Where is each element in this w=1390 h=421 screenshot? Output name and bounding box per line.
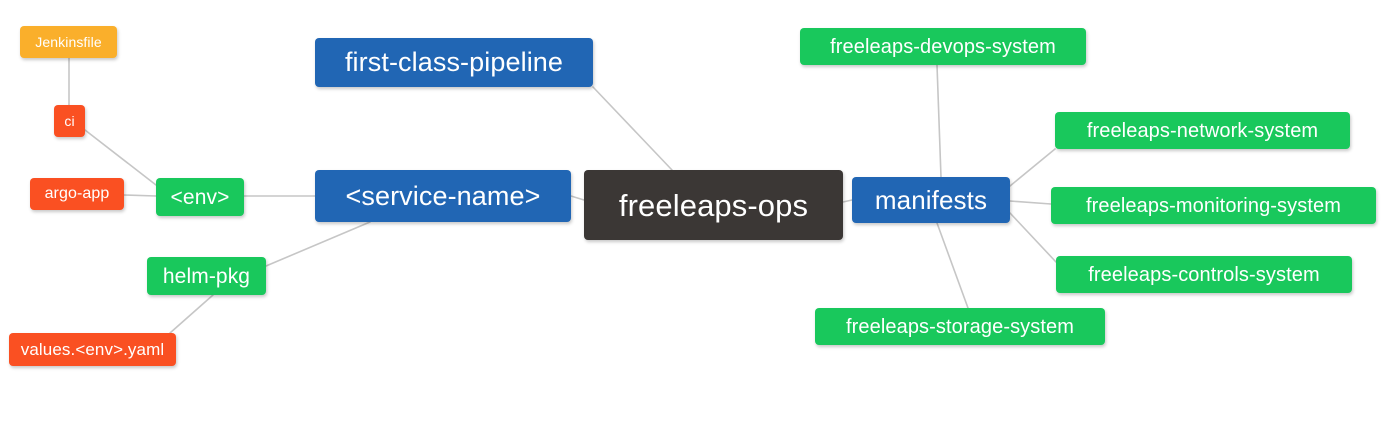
edge-manifests-to-freeleaps-monitoring-system bbox=[1009, 200, 1052, 205]
node-label-service-name: <service-name> bbox=[345, 180, 541, 211]
edge-argo-app-to-env bbox=[123, 194, 157, 197]
node-label-ci: ci bbox=[64, 113, 75, 129]
node-label-freeleaps-controls-system: freeleaps-controls-system bbox=[1088, 263, 1320, 286]
edge-ci-to-env bbox=[84, 129, 157, 186]
node-values-yaml[interactable]: values.<env>.yaml bbox=[9, 333, 176, 366]
node-helm-pkg[interactable]: helm-pkg bbox=[147, 257, 266, 295]
node-freeleaps-network-system[interactable]: freeleaps-network-system bbox=[1055, 112, 1350, 149]
node-freeleaps-storage-system[interactable]: freeleaps-storage-system bbox=[815, 308, 1105, 345]
node-label-freeleaps-monitoring-system: freeleaps-monitoring-system bbox=[1085, 194, 1341, 217]
node-freeleaps-devops-system[interactable]: freeleaps-devops-system bbox=[800, 28, 1086, 65]
node-label-freeleaps-storage-system: freeleaps-storage-system bbox=[845, 315, 1075, 338]
edge-helm-pkg-to-service-name bbox=[265, 221, 371, 267]
edge-manifests-to-freeleaps-storage-system bbox=[936, 222, 969, 309]
node-env[interactable]: <env> bbox=[156, 178, 244, 216]
node-service-name[interactable]: <service-name> bbox=[315, 170, 571, 222]
node-label-argo-app: argo-app bbox=[44, 185, 110, 202]
edge-first-class-pipeline-to-freeleaps-ops bbox=[592, 86, 673, 171]
node-label-helm-pkg: helm-pkg bbox=[162, 264, 251, 288]
node-freeleaps-ops[interactable]: freeleaps-ops bbox=[584, 170, 843, 240]
node-label-jenkinsfile: Jenkinsfile bbox=[35, 34, 102, 50]
edge-freeleaps-ops-to-manifests bbox=[842, 199, 853, 203]
node-jenkinsfile[interactable]: Jenkinsfile bbox=[20, 26, 117, 58]
node-freeleaps-controls-system[interactable]: freeleaps-controls-system bbox=[1056, 256, 1352, 293]
node-label-first-class-pipeline: first-class-pipeline bbox=[344, 47, 564, 77]
node-label-manifests: manifests bbox=[874, 185, 988, 215]
node-argo-app[interactable]: argo-app bbox=[30, 178, 124, 210]
node-freeleaps-monitoring-system[interactable]: freeleaps-monitoring-system bbox=[1051, 187, 1376, 224]
edge-values-yaml-to-helm-pkg bbox=[169, 294, 214, 334]
node-label-values-yaml: values.<env>.yaml bbox=[20, 340, 165, 359]
edge-manifests-to-freeleaps-network-system bbox=[1009, 148, 1056, 187]
edge-manifests-to-freeleaps-devops-system bbox=[936, 64, 942, 178]
node-label-freeleaps-devops-system: freeleaps-devops-system bbox=[830, 35, 1056, 58]
node-label-freeleaps-ops: freeleaps-ops bbox=[618, 187, 809, 223]
node-manifests[interactable]: manifests bbox=[852, 177, 1010, 223]
node-ci[interactable]: ci bbox=[54, 105, 85, 137]
edge-service-name-to-freeleaps-ops bbox=[570, 195, 585, 201]
node-first-class-pipeline[interactable]: first-class-pipeline bbox=[315, 38, 593, 87]
node-label-freeleaps-network-system: freeleaps-network-system bbox=[1086, 119, 1319, 142]
node-label-env: <env> bbox=[170, 185, 230, 209]
edge-manifests-to-freeleaps-controls-system bbox=[1009, 212, 1057, 263]
